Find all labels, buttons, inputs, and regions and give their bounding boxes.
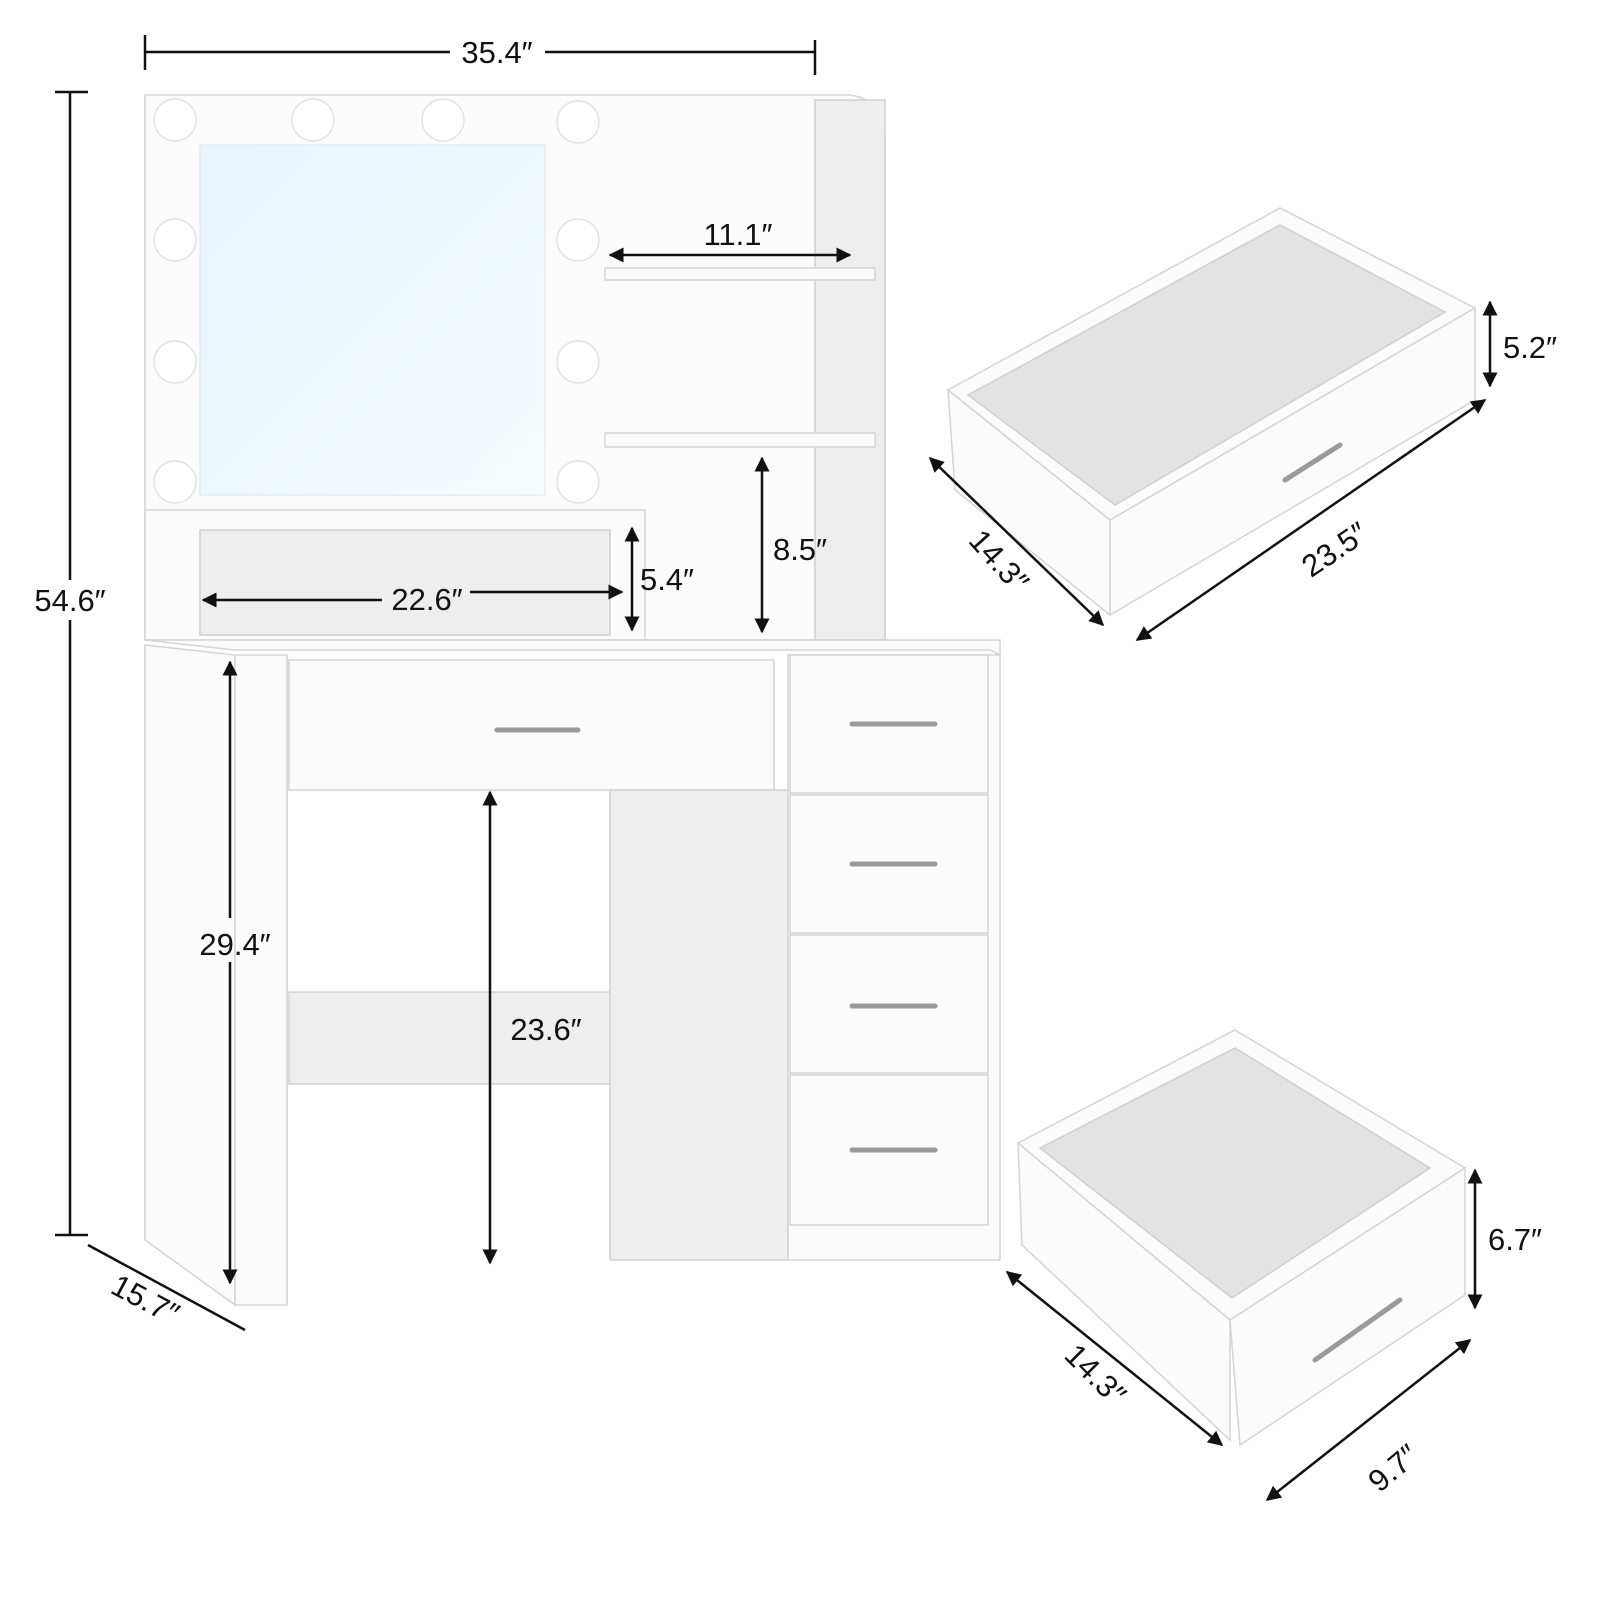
shelf-side-panel — [814, 99, 886, 641]
dimension-width: 35.4″ — [143, 35, 817, 75]
large-drawer-width-label: 23.5″ — [1295, 515, 1374, 584]
dimension-desk-height: 29.4″ — [199, 660, 271, 1285]
upper-shelf — [604, 267, 876, 281]
desk-height-label: 29.4″ — [199, 927, 270, 962]
footrest-bar — [288, 991, 612, 1085]
light-bulbs — [153, 98, 600, 504]
width-label: 35.4″ — [461, 35, 532, 70]
knee-clearance-label: 23.6″ — [510, 1012, 581, 1047]
cubby-opening — [199, 529, 611, 636]
dimension-small-drawer-height: 6.7″ — [1467, 1168, 1542, 1310]
dimension-height: 54.6″ — [34, 90, 106, 1237]
desk-top — [144, 639, 1001, 657]
dimension-shelf-spacing: 8.5″ — [754, 456, 827, 634]
small-drawer-height-label: 6.7″ — [1488, 1222, 1542, 1257]
vanity-illustration — [144, 94, 1001, 1307]
cabinet-drawers — [789, 654, 989, 1226]
left-leg-front — [234, 654, 288, 1306]
dimension-shelf-width: 11.1″ — [608, 217, 852, 263]
dimension-large-drawer-height: 5.2″ — [1482, 300, 1557, 388]
small-drawer-depth-label: 14.3″ — [1058, 1337, 1133, 1412]
left-leg-side — [144, 644, 236, 1307]
cabinet-side — [609, 789, 789, 1261]
shelf-spacing-label: 8.5″ — [773, 532, 827, 567]
dimension-cubby-height: 5.4″ — [624, 526, 694, 632]
large-drawer-height-label: 5.2″ — [1503, 330, 1557, 365]
cubby-height-label: 5.4″ — [640, 562, 694, 597]
height-label: 54.6″ — [34, 583, 105, 618]
cubby-width-label: 22.6″ — [391, 582, 462, 617]
large-drawer-illustration — [946, 207, 1477, 617]
center-drawer — [288, 659, 775, 791]
dimension-cubby-width: 22.6″ — [201, 582, 624, 617]
middle-shelf — [604, 432, 876, 448]
mirror — [199, 144, 546, 496]
shelf-width-label: 11.1″ — [703, 217, 772, 252]
dimension-knee-clearance: 23.6″ — [482, 790, 582, 1265]
small-drawer-width-label: 9.7″ — [1361, 1437, 1425, 1499]
